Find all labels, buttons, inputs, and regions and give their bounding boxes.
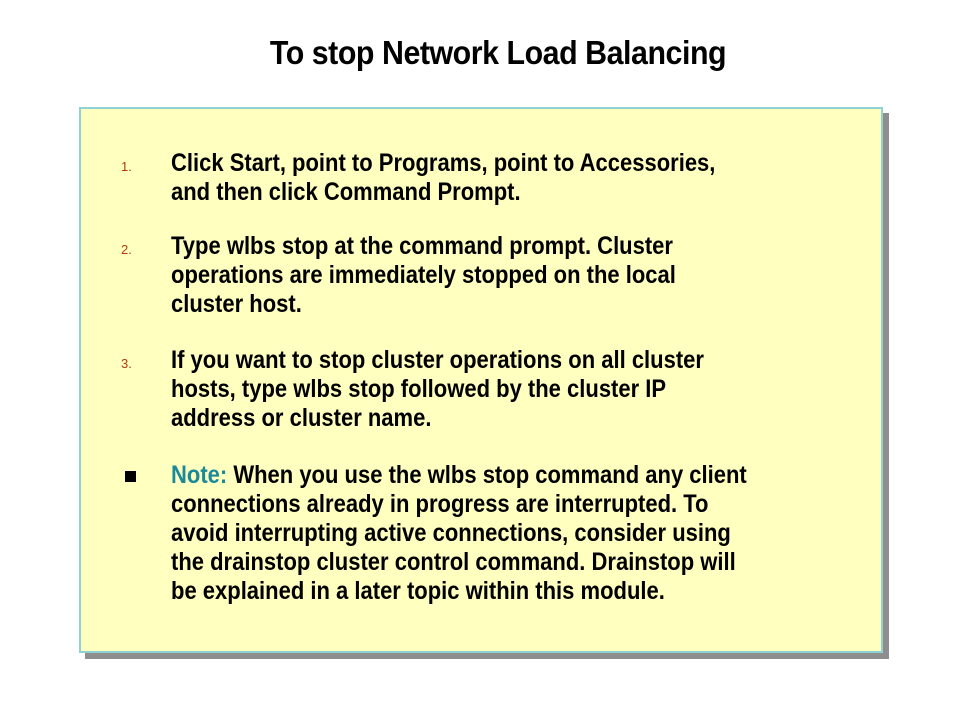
step-text: If you want to stop cluster operations o… bbox=[171, 346, 787, 433]
square-bullet-icon bbox=[125, 471, 136, 482]
note-line: be explained in a later topic within thi… bbox=[171, 577, 665, 605]
step-text: Type wlbs stop at the command prompt. Cl… bbox=[171, 232, 787, 319]
note-first-line: Note: When you use the wlbs stop command… bbox=[171, 461, 787, 490]
step-line: Click Start, point to Programs, point to… bbox=[171, 149, 716, 177]
note-line: the drainstop cluster control command. D… bbox=[171, 548, 736, 576]
step-line: hosts, type wlbs stop followed by the cl… bbox=[171, 375, 667, 403]
step-line: and then click Command Prompt. bbox=[171, 178, 521, 206]
step-line: address or cluster name. bbox=[171, 404, 432, 432]
note-line: avoid interrupting active connections, c… bbox=[171, 519, 731, 547]
note-text: Note: When you use the wlbs stop command… bbox=[171, 461, 787, 606]
step-number: 1. bbox=[121, 159, 132, 174]
step-line: If you want to stop cluster operations o… bbox=[171, 346, 704, 374]
content-panel: 1. Click Start, point to Programs, point… bbox=[79, 107, 883, 653]
note-line: When you use the wlbs stop command any c… bbox=[227, 461, 747, 489]
step-line: Type wlbs stop at the command prompt. Cl… bbox=[171, 232, 673, 260]
step-number: 3. bbox=[121, 356, 132, 371]
step-number: 2. bbox=[121, 242, 132, 257]
step-line: operations are immediately stopped on th… bbox=[171, 261, 676, 289]
step-line: cluster host. bbox=[171, 290, 302, 318]
step-text: Click Start, point to Programs, point to… bbox=[171, 149, 787, 207]
slide-title: To stop Network Load Balancing bbox=[269, 34, 727, 71]
note-line: connections already in progress are inte… bbox=[171, 490, 709, 518]
note-label: Note: bbox=[171, 461, 228, 489]
